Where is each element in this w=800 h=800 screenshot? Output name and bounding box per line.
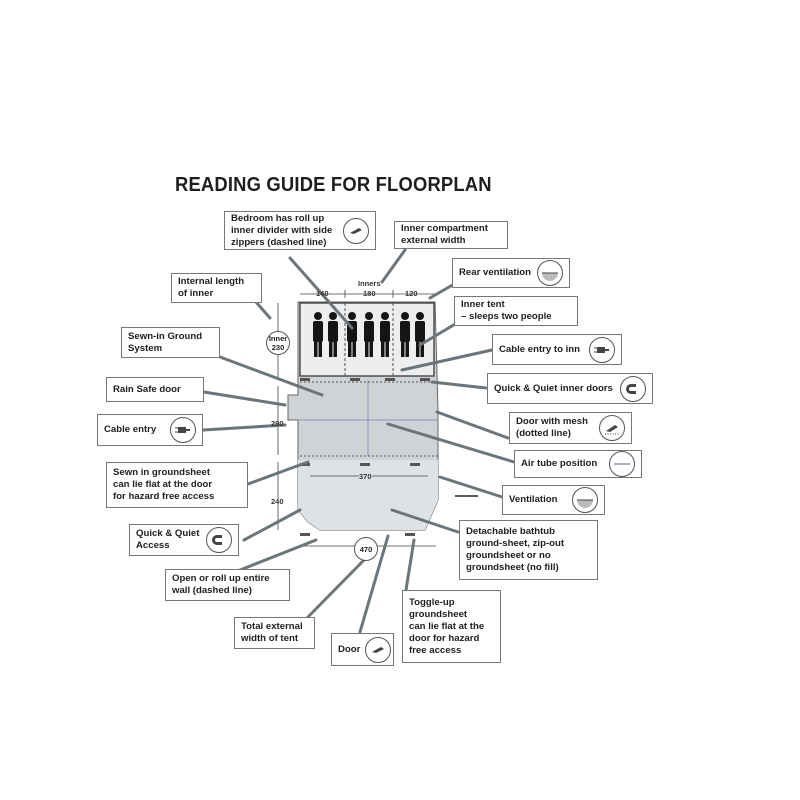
leader-lines	[201, 248, 516, 634]
label-rear-ventilation: Rear ventilation	[452, 258, 570, 288]
label-quick-quiet-access: Quick & Quiet Access	[129, 524, 239, 556]
label-quick-quiet-inner: Quick & Quiet inner doors	[487, 373, 653, 404]
page-title: READING GUIDE FOR FLOORPLAN	[175, 174, 492, 196]
dim-370: 370	[359, 472, 372, 481]
label-bedroom: Bedroom has roll up inner divider with s…	[224, 211, 376, 250]
label-open-roll-up-wall: Open or roll up entire wall (dashed line…	[165, 569, 290, 601]
cable-plug-icon	[170, 417, 196, 443]
label-inner-tent: Inner tent – sleeps two people	[454, 296, 578, 326]
label-cable-entry: Cable entry	[97, 414, 203, 446]
label-internal-length: Internal length of inner	[171, 273, 262, 303]
magnet-icon	[206, 527, 232, 553]
cable-plug-icon	[589, 336, 615, 363]
label-door: Door	[331, 633, 394, 666]
dim-470: 470	[354, 537, 378, 561]
dim-140: 140	[316, 289, 329, 298]
ventilation-icon	[537, 260, 563, 286]
label-ventilation: Ventilation	[502, 485, 605, 515]
label-door-with-mesh: Door with mesh (dotted line)	[509, 412, 632, 444]
dim-290: 290	[271, 419, 284, 428]
label-detachable-bathtub: Detachable bathtub ground-sheet, zip-out…	[459, 520, 598, 580]
label-total-external-width: Total external width of tent	[234, 617, 315, 649]
magnet-icon	[620, 375, 646, 402]
label-rain-safe-door: Rain Safe door	[106, 377, 204, 402]
label-toggle-up-groundsheet: Toggle-up groundsheet can lie flat at th…	[402, 590, 501, 663]
dim-240: 240	[271, 497, 284, 506]
label-sewn-ground-system: Sewn-in Ground System	[121, 327, 220, 358]
label-inner-width: Inner compartment external width	[394, 221, 508, 249]
zipper-icon	[365, 636, 392, 663]
zipper-icon	[343, 217, 369, 244]
label-sewn-groundsheet: Sewn in groundsheet can lie flat at the …	[106, 462, 248, 508]
air-tube-icon	[609, 451, 635, 477]
ventilation-icon	[572, 487, 598, 513]
dim-inners: Inners	[358, 279, 381, 288]
zipper-icon	[599, 415, 625, 441]
label-air-tube-position: Air tube position	[514, 450, 642, 478]
dim-120: 120	[405, 289, 418, 298]
label-cable-entry-inn: Cable entry to inn	[492, 334, 622, 365]
people-silhouettes	[313, 312, 425, 357]
dim-180: 180	[363, 289, 376, 298]
